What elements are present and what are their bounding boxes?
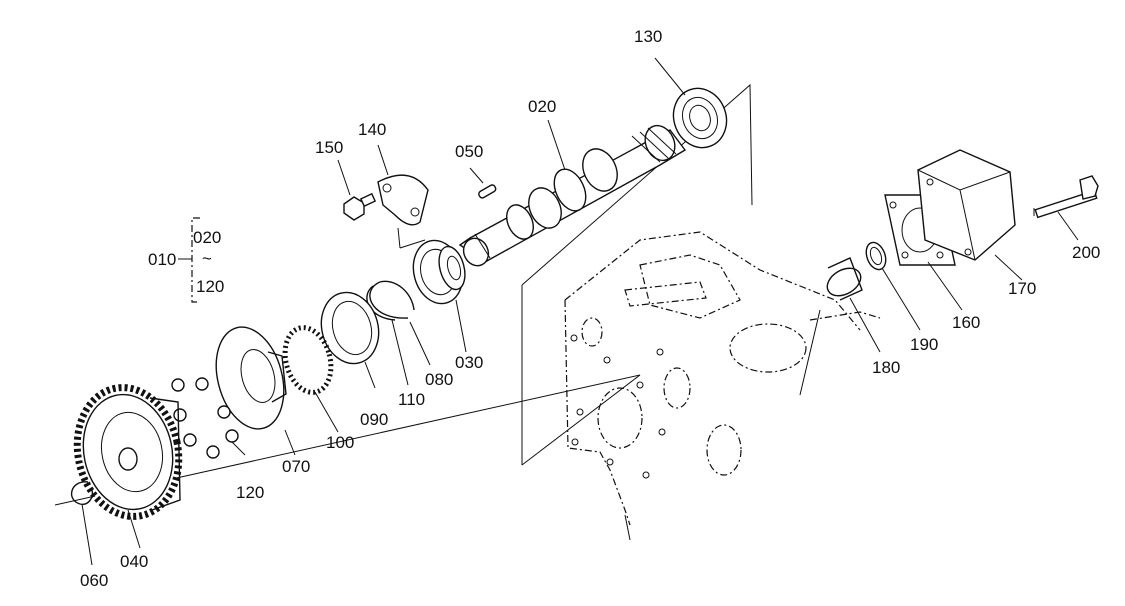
ball-bearing-130: [672, 87, 728, 149]
callout-100: 100: [326, 433, 354, 452]
callout-200: 200: [1072, 243, 1100, 262]
group-id: 010: [148, 250, 176, 269]
pump-cover-170: [917, 149, 1016, 261]
cam-gear-040: [73, 384, 183, 520]
callout-190: 190: [910, 335, 938, 354]
camshaft-020: [458, 124, 687, 267]
thrust-plate-140: [377, 174, 429, 249]
snap-ring-080: [369, 280, 415, 319]
callout-060: 060: [80, 571, 108, 590]
bolt-200: [1033, 175, 1099, 219]
circlip-060: [70, 481, 94, 505]
callout-070: 070: [282, 457, 310, 476]
bushing-180: [826, 257, 863, 301]
ball-bearing-030: [412, 239, 466, 305]
bearing-race-090: [320, 291, 380, 365]
housing-leader-line: [624, 514, 631, 541]
callout-140: 140: [358, 120, 386, 139]
callout-130: 130: [634, 27, 662, 46]
cone-plate-070: [215, 326, 287, 430]
group-range-start: 020: [193, 228, 221, 247]
callout-080: 080: [425, 370, 453, 389]
callout-090: 090: [360, 410, 388, 429]
callout-020: 020: [528, 97, 556, 116]
callout-050: 050: [455, 142, 483, 161]
callout-120: 120: [236, 483, 264, 502]
gearcase-housing: [521, 83, 881, 526]
callout-030: 030: [455, 353, 483, 372]
steel-balls-120: [171, 377, 239, 459]
ball-ring-100: [282, 325, 334, 395]
callout-160: 160: [952, 313, 980, 332]
callout-180: 180: [872, 358, 900, 377]
callout-040: 040: [120, 552, 148, 571]
callout-110: 110: [398, 390, 425, 409]
callout-150: 150: [315, 138, 343, 157]
leader-lines: [81, 57, 1079, 566]
group-range-end: 120: [196, 277, 224, 296]
key-050: [478, 184, 497, 199]
group-range-separator: ~: [202, 249, 212, 268]
o-ring-190: [865, 241, 887, 271]
bolt-150: [343, 192, 377, 221]
group-bracket: [178, 217, 200, 303]
callout-labels: 130 020 050 140 150 020 010 ~ 120 030 08…: [80, 27, 1100, 590]
callout-170: 170: [1008, 279, 1036, 298]
